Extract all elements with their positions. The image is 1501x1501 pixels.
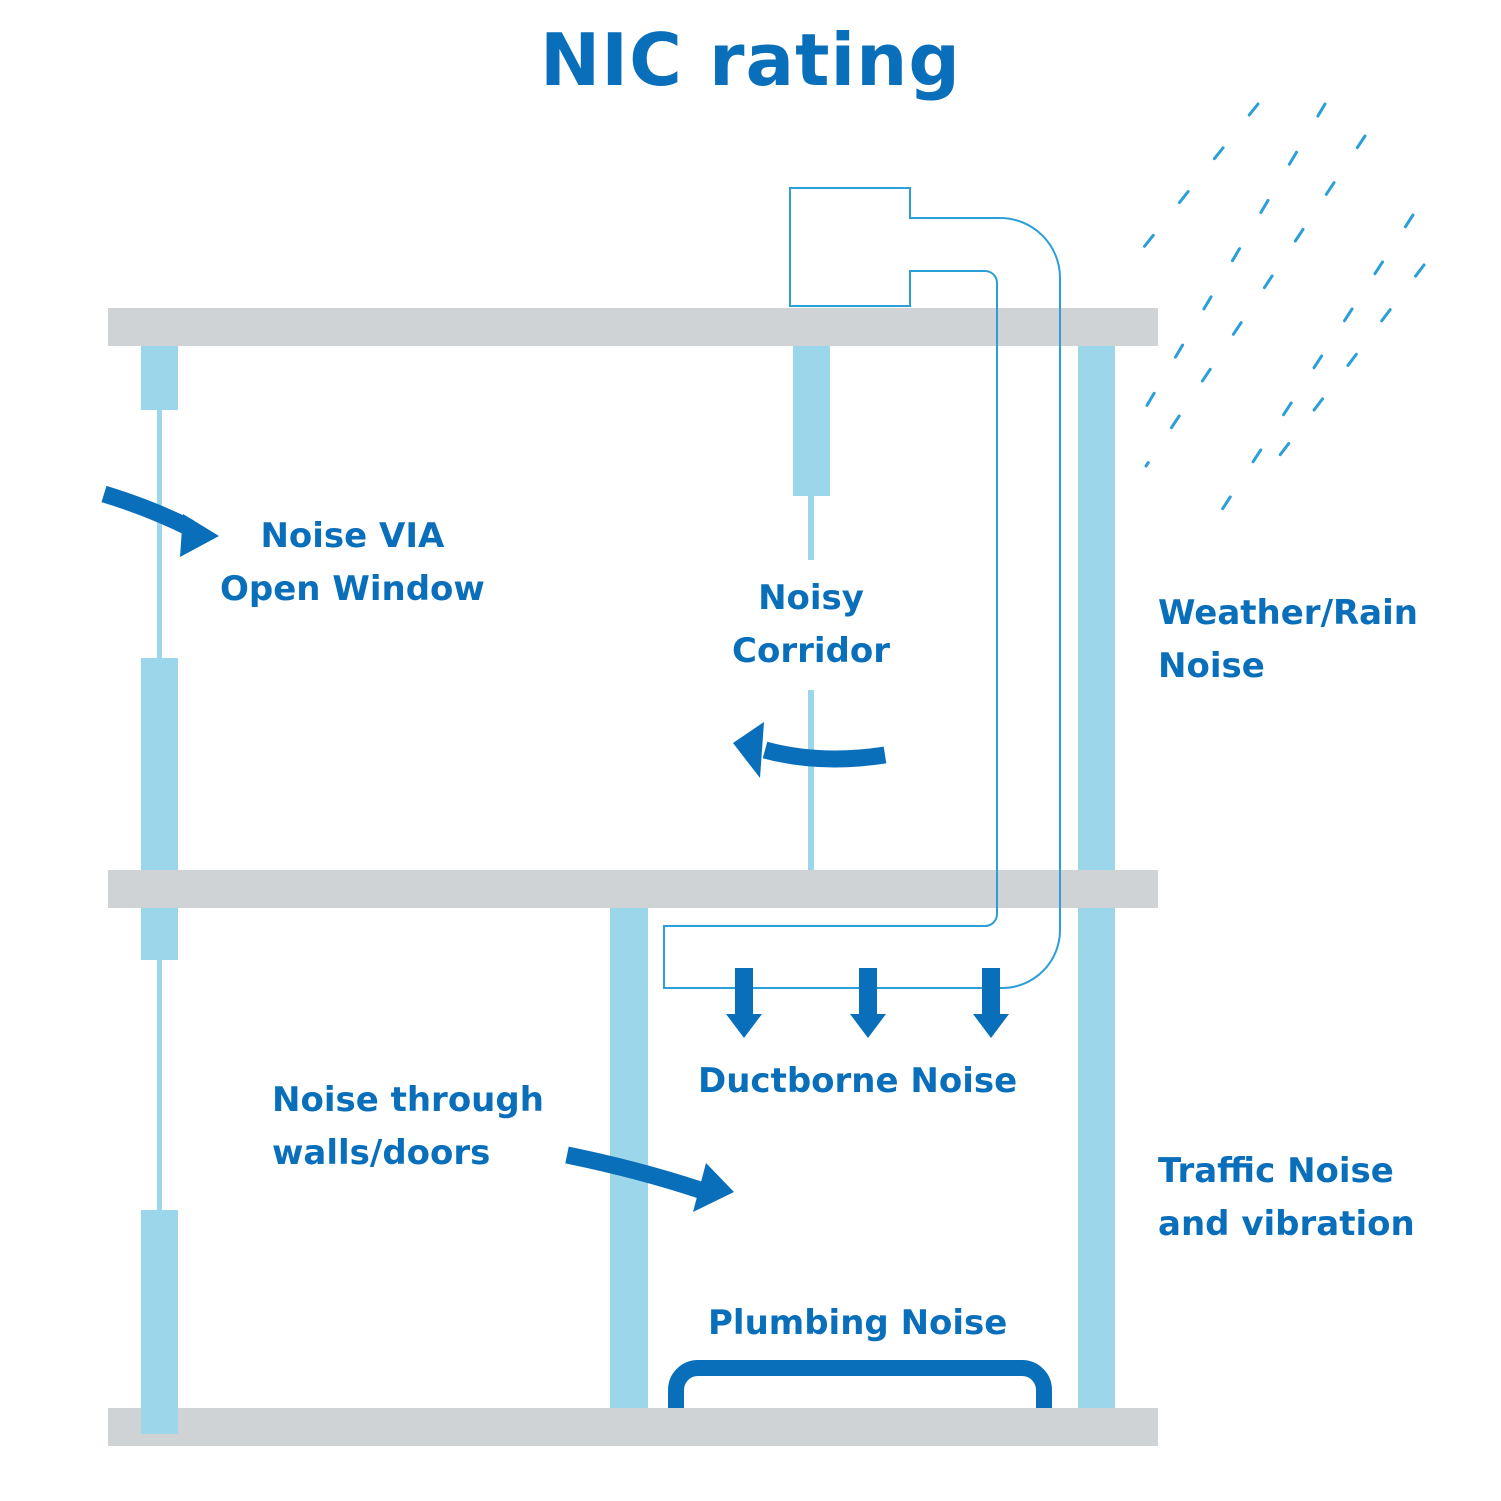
label-plumbing: Plumbing Noise [708, 1297, 1007, 1350]
label-open-window: Noise VIA Open Window [220, 510, 485, 616]
middle-slab [108, 870, 1158, 908]
rain-dash [1247, 102, 1260, 117]
label-ductborne-line-1: Ductborne Noise [698, 1061, 1018, 1101]
rain-dash [1143, 233, 1155, 248]
label-open-window-line-2: Open Window [220, 569, 485, 609]
arrow-walls-doors-icon [565, 1146, 734, 1212]
rain-dash [1312, 354, 1324, 370]
rain-dash [1312, 397, 1325, 412]
ground-slab [108, 1408, 1158, 1446]
roof-slab [108, 308, 1158, 346]
rain-dash [1355, 134, 1367, 150]
window-frame-upper-top [141, 346, 178, 410]
rain-dash [1145, 391, 1156, 407]
rain-dash [1231, 321, 1243, 336]
rain-icon [1143, 102, 1426, 511]
rain-dash [1177, 190, 1190, 205]
rain-dash [1259, 198, 1270, 214]
rain-dash [1262, 274, 1274, 290]
rain-dash [1200, 367, 1212, 383]
plumbing-pipe [668, 1360, 1052, 1408]
arrow-corridor-icon [733, 722, 887, 778]
rain-dash [1173, 343, 1185, 359]
rain-dash [1287, 150, 1299, 166]
label-walls-doors: Noise through walls/doors [272, 1074, 544, 1180]
rain-dash [1221, 495, 1232, 511]
label-plumbing-line-1: Plumbing Noise [708, 1303, 1008, 1343]
label-corridor: Noisy Corridor [711, 572, 911, 678]
window-glass-lower [157, 960, 162, 1210]
rain-dash [1212, 146, 1225, 161]
label-weather: Weather/Rain Noise [1158, 587, 1418, 693]
corridor-wall-top [793, 346, 830, 496]
label-corridor-line-2: Corridor [732, 631, 890, 671]
rain-dash [1293, 227, 1305, 243]
rain-dash [1251, 448, 1263, 464]
rain-dash [1414, 263, 1426, 278]
label-corridor-line-1: Noisy [758, 578, 864, 618]
right-wall-lower [1078, 908, 1115, 1408]
window-frame-lower-top [141, 908, 178, 960]
ductborne-arrow-3-icon [973, 968, 1009, 1038]
duct-outline [663, 187, 1061, 989]
right-wall-upper [1078, 346, 1115, 870]
label-traffic-line-2: and vibration [1158, 1204, 1415, 1244]
window-glass-upper [157, 410, 162, 658]
arrow-open-window-icon [101, 485, 219, 557]
rain-dash [1324, 181, 1336, 196]
rain-dash [1282, 401, 1293, 417]
rain-dash [1316, 102, 1327, 118]
corridor-door-lower [808, 690, 814, 870]
label-walls-doors-line-2: walls/doors [272, 1133, 491, 1173]
ductborne-arrow-2-icon [850, 968, 886, 1038]
label-weather-line-2: Noise [1158, 646, 1265, 686]
rain-dash [1346, 352, 1358, 367]
rain-dash [1169, 414, 1181, 430]
rain-dash [1380, 308, 1392, 323]
label-ductborne: Ductborne Noise [698, 1055, 1017, 1108]
rain-dash [1230, 247, 1242, 263]
label-traffic-line-1: Traffic Noise [1158, 1151, 1394, 1191]
rain-dash [1403, 213, 1415, 229]
ductborne-arrow-1-icon [726, 968, 762, 1038]
page-title: NIC rating [540, 18, 961, 102]
rain-dash [1144, 461, 1150, 468]
rain-dash [1202, 295, 1213, 311]
label-traffic: Traffic Noise and vibration [1158, 1145, 1415, 1251]
window-frame-upper-bottom [141, 658, 178, 870]
corridor-door-upper [808, 496, 814, 560]
label-weather-line-1: Weather/Rain [1158, 593, 1418, 633]
rain-dash [1278, 442, 1291, 457]
label-walls-doors-line-1: Noise through [272, 1080, 544, 1120]
rain-dash [1342, 307, 1354, 323]
rain-dash [1373, 260, 1385, 276]
window-frame-lower-bottom [141, 1210, 178, 1434]
label-open-window-line-1: Noise VIA [260, 516, 445, 556]
